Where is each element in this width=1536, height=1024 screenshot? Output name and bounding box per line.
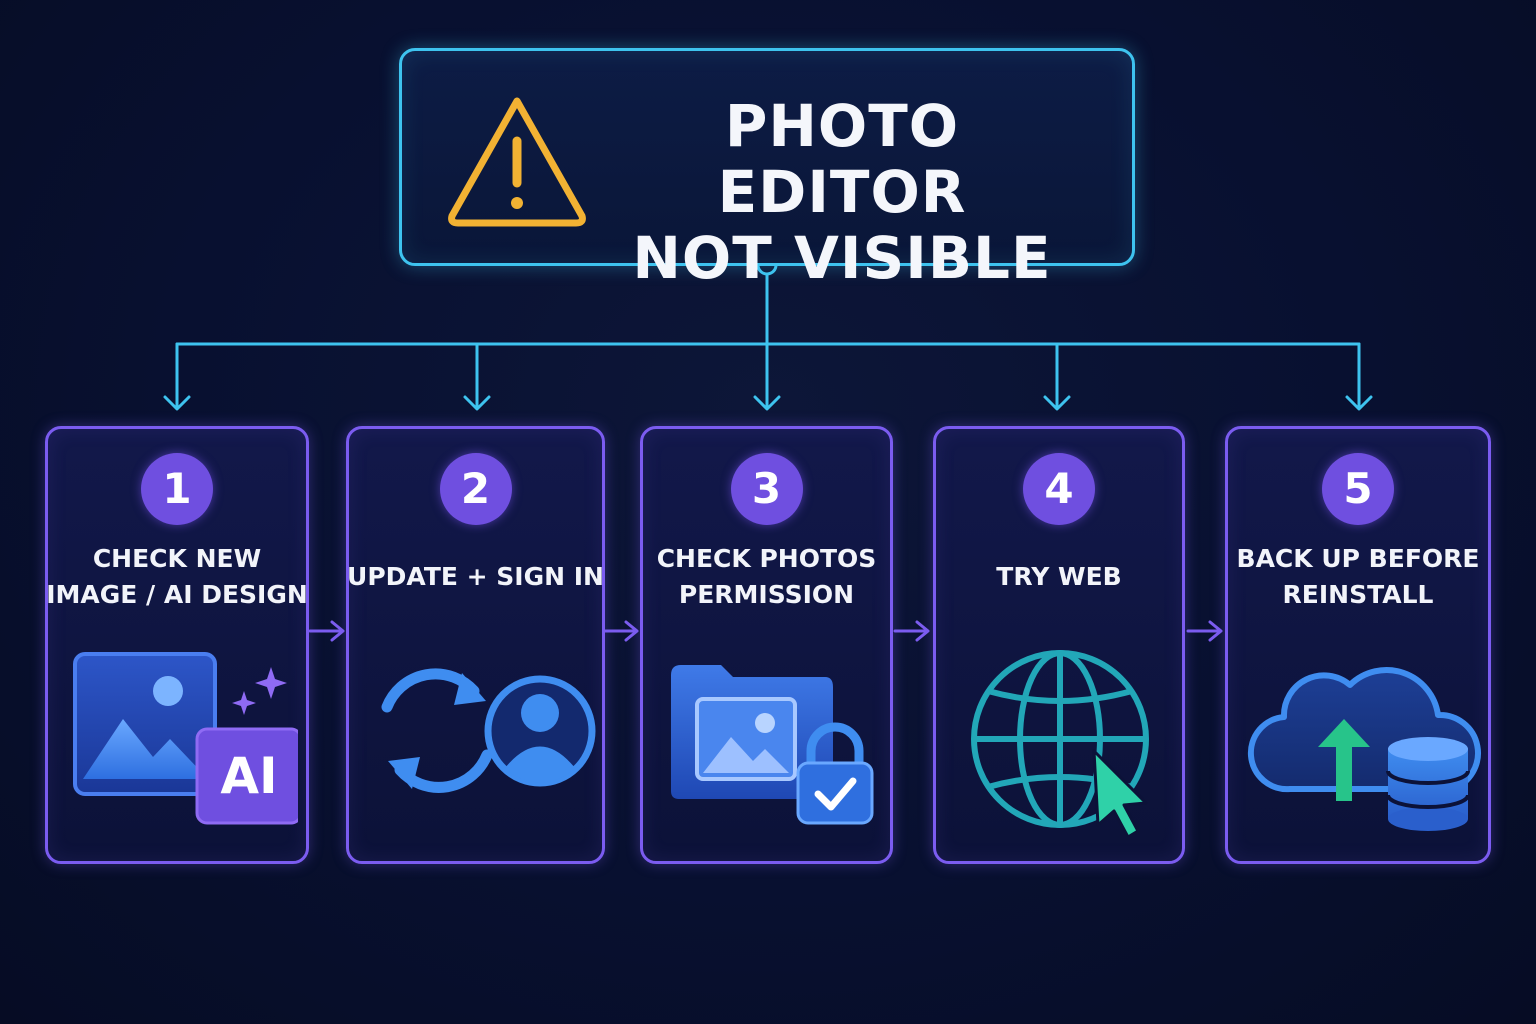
folder-lock-icon — [671, 665, 874, 825]
step-card-2: 2 UPDATE + SIGN IN — [346, 426, 605, 864]
arrow-right-icon — [1186, 620, 1223, 642]
title-line-2: NOT VISIBLE — [632, 224, 1052, 292]
ai-badge-label: AI — [220, 747, 278, 805]
step-label-line-1: CHECK PHOTOS — [656, 544, 877, 573]
step-label-line-1: UPDATE + SIGN IN — [347, 562, 604, 591]
warning-icon — [448, 97, 586, 227]
step-label: CHECK NEW IMAGE / AI DESIGN — [46, 539, 308, 615]
step-number-badge: 2 — [439, 453, 512, 525]
arrow-right-icon — [602, 620, 639, 642]
title-line-1: PHOTO EDITOR — [717, 92, 967, 226]
step-number-badge: 1 — [141, 453, 213, 525]
step-number-badge: 3 — [730, 453, 803, 525]
step-label-line-1: CHECK NEW — [92, 544, 262, 573]
step-card-3: 3 CHECK PHOTOS PERMISSION — [640, 426, 893, 864]
upload-arrow-icon — [1318, 719, 1370, 801]
sparkle-icon — [232, 667, 287, 715]
step-card-4: 4 TRY WEB — [933, 426, 1185, 864]
step-label: CHECK PHOTOS PERMISSION — [653, 539, 880, 615]
step-label-line-2: IMAGE / AI DESIGN — [46, 580, 308, 609]
title-box: PHOTO EDITOR NOT VISIBLE — [399, 48, 1135, 291]
image-ai-icon — [73, 652, 298, 825]
cursor-icon — [1092, 749, 1148, 839]
step-card-5: 5 BACK UP BEFORE REINSTALL — [1225, 426, 1491, 864]
page-title: PHOTO EDITOR NOT VISIBLE — [592, 93, 1092, 291]
step-card-1: 1 CHECK NEW IMAGE / AI DESIGN AI — [45, 426, 309, 864]
step-label-line-1: BACK UP BEFORE — [1236, 544, 1480, 573]
user-icon — [484, 675, 596, 787]
globe-cursor-icon — [971, 650, 1149, 839]
step-label-line-1: TRY WEB — [996, 562, 1122, 591]
arrow-right-icon — [308, 620, 345, 642]
step-label-line-2: REINSTALL — [1282, 580, 1434, 609]
step-number-badge: 5 — [1322, 453, 1394, 525]
database-icon — [1386, 737, 1470, 831]
step-label: UPDATE + SIGN IN — [347, 539, 604, 615]
step-label-line-2: PERMISSION — [678, 580, 855, 609]
lock-check-icon — [796, 722, 874, 825]
step-label: TRY WEB — [946, 539, 1172, 615]
sync-user-icon — [381, 668, 596, 793]
arrow-right-icon — [893, 620, 930, 642]
step-label: BACK UP BEFORE REINSTALL — [1236, 539, 1480, 615]
step-number-badge: 4 — [1023, 453, 1095, 525]
cloud-backup-icon — [1247, 667, 1481, 831]
